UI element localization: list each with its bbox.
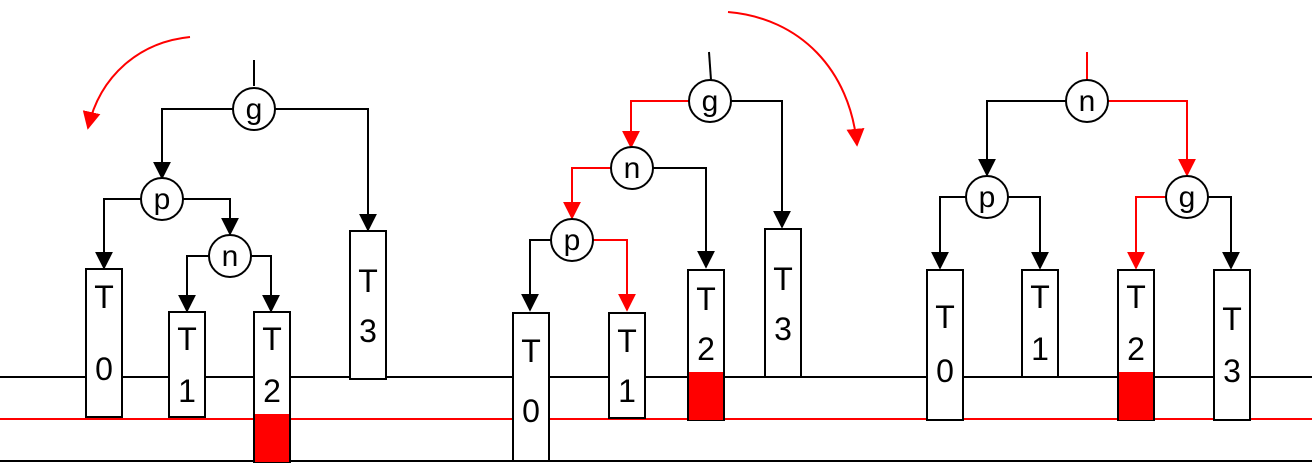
subtree-letter: T: [617, 323, 637, 359]
edge-n-t2: [653, 167, 715, 269]
rotation-arrow-ccw: [82, 36, 191, 130]
subtree-index: 1: [178, 373, 196, 409]
subtree-index: 0: [936, 353, 954, 389]
subtree-index: 0: [522, 393, 540, 429]
subtree-t0: T 0: [85, 268, 123, 418]
subtree-letter: T: [1126, 279, 1146, 315]
subtree-letter: T: [94, 279, 114, 315]
edge-n-t2: [251, 255, 280, 313]
subtree-letter: T: [696, 281, 716, 317]
edge-p-t0: [931, 196, 966, 270]
node-p: p: [550, 218, 594, 262]
subtree-t3: T 3: [1213, 269, 1251, 421]
edge-g-n: [622, 100, 689, 149]
node-label: n: [624, 152, 641, 185]
edge-g-t3: [275, 108, 377, 232]
edge-g-t3: [1208, 196, 1240, 270]
edge-p-t1: [1008, 196, 1049, 270]
subtree-t2: T 2: [253, 311, 291, 463]
edge-n-t1: [178, 255, 209, 313]
subtree-t3: T 3: [349, 230, 387, 380]
node-label: g: [702, 85, 719, 118]
panel-3: n p g T 0 T 1 T 2 T 3: [926, 52, 1251, 421]
node-g: g: [1165, 175, 1209, 219]
node-label: g: [246, 93, 263, 126]
node-p: p: [965, 175, 1009, 219]
subtree-t2: T 2: [687, 269, 725, 421]
edge-p-n: [183, 198, 239, 236]
subtree-t0: T 0: [512, 312, 550, 462]
node-p: p: [140, 177, 184, 221]
panel-2: g n p T 0 T 1 T 2 T 3: [512, 11, 865, 462]
subtree-t0: T 0: [926, 269, 964, 421]
rotation-arrow-cw: [727, 11, 865, 147]
subtree-index: 2: [697, 331, 715, 367]
subtree-index: 2: [1127, 331, 1145, 367]
edge-n-p: [563, 167, 611, 220]
node-label: p: [564, 224, 581, 257]
edge-g-t3: [731, 100, 791, 229]
edge-n-p: [978, 100, 1066, 177]
subtree-letter: T: [935, 299, 955, 335]
edge-root-in: [708, 51, 712, 81]
height-increase-block: [255, 414, 289, 462]
subtree-letter: T: [521, 333, 541, 369]
subtree-t1: T 1: [168, 311, 206, 418]
subtree-index: 2: [263, 373, 281, 409]
edge-p-t0: [521, 239, 551, 312]
node-label: p: [979, 181, 996, 214]
edge-g-t2: [1127, 196, 1166, 270]
subtree-letter: T: [1222, 301, 1242, 337]
height-increase-block: [1119, 372, 1153, 420]
node-g: g: [232, 87, 276, 131]
subtree-letter: T: [358, 263, 378, 299]
subtree-letter: T: [177, 321, 197, 357]
node-n: n: [208, 234, 252, 278]
node-label: g: [1179, 181, 1196, 214]
subtree-letter: T: [262, 321, 282, 357]
subtree-index: 1: [618, 373, 636, 409]
subtree-t1: T 1: [608, 312, 646, 419]
edge-g-p: [153, 108, 233, 180]
subtree-letter: T: [773, 261, 793, 297]
subtree-index: 3: [774, 311, 792, 347]
edge-p-t1: [593, 239, 636, 312]
edge-p-t0: [95, 198, 141, 270]
subtree-t2: T 2: [1117, 269, 1155, 421]
subtree-index: 3: [359, 313, 377, 349]
node-n: n: [1065, 79, 1109, 123]
node-label: p: [154, 183, 171, 216]
node-label: n: [1079, 85, 1096, 118]
node-label: n: [222, 240, 239, 273]
edge-n-g: [1108, 100, 1196, 177]
subtree-index: 1: [1031, 331, 1049, 367]
subtree-t1: T 1: [1021, 269, 1059, 378]
panel-1: g p n T 0 T 1 T 2 T 3: [82, 36, 387, 463]
node-g: g: [688, 79, 732, 123]
subtree-letter: T: [1030, 279, 1050, 315]
subtree-t3: T 3: [764, 228, 802, 378]
node-n: n: [610, 146, 654, 190]
subtree-index: 0: [95, 351, 113, 387]
height-increase-block: [689, 372, 723, 420]
subtree-index: 3: [1223, 353, 1241, 389]
